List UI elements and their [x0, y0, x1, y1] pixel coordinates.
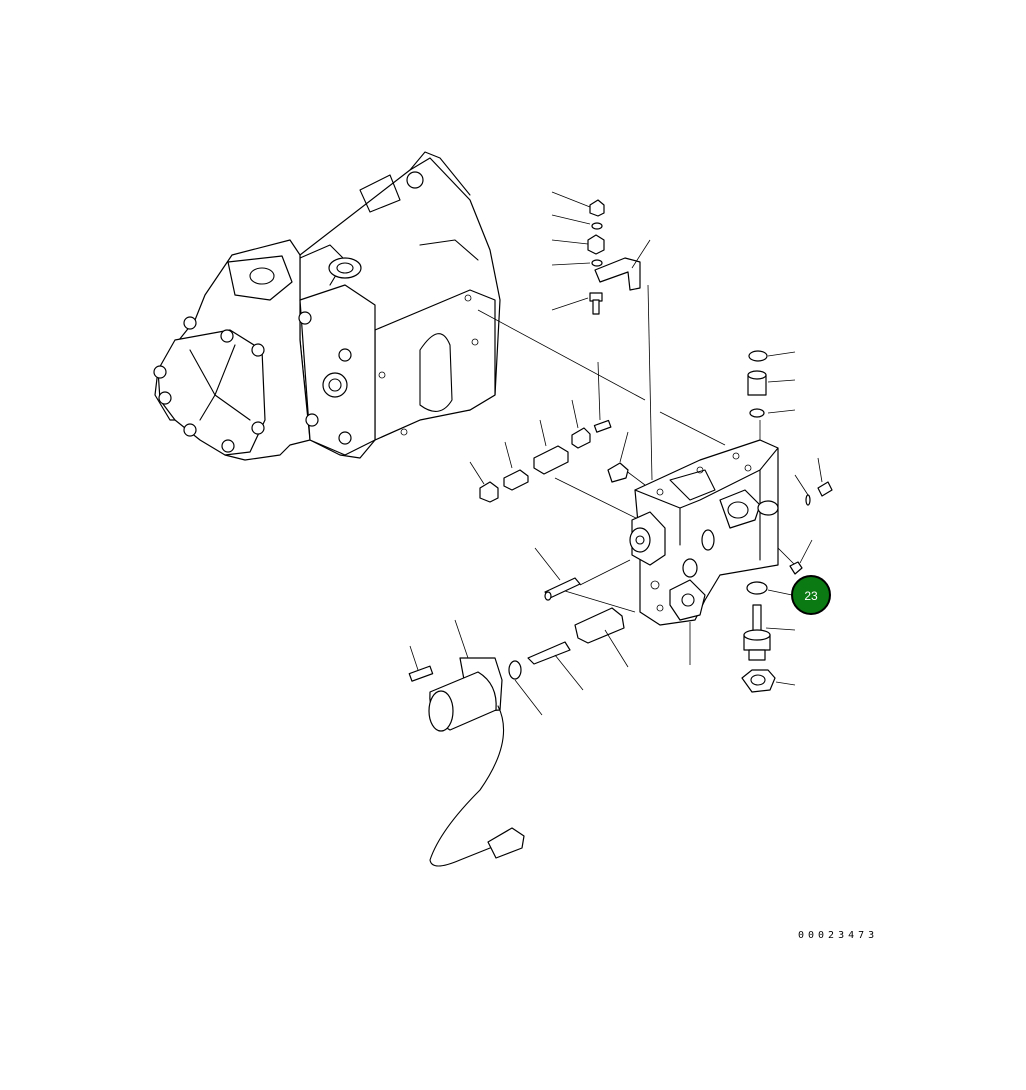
right-side-parts [689, 350, 833, 693]
callout-23[interactable]: 23 [767, 575, 831, 615]
figure-number: 00023473 [798, 930, 879, 941]
spring-assemblies [469, 361, 629, 503]
solenoid [408, 619, 525, 867]
control-valve-block [629, 439, 779, 626]
hardware-stack [551, 191, 651, 315]
spools [508, 547, 629, 716]
callout-label: 23 [804, 589, 818, 603]
pump-assembly [153, 151, 501, 461]
callout-circle[interactable] [791, 575, 831, 615]
